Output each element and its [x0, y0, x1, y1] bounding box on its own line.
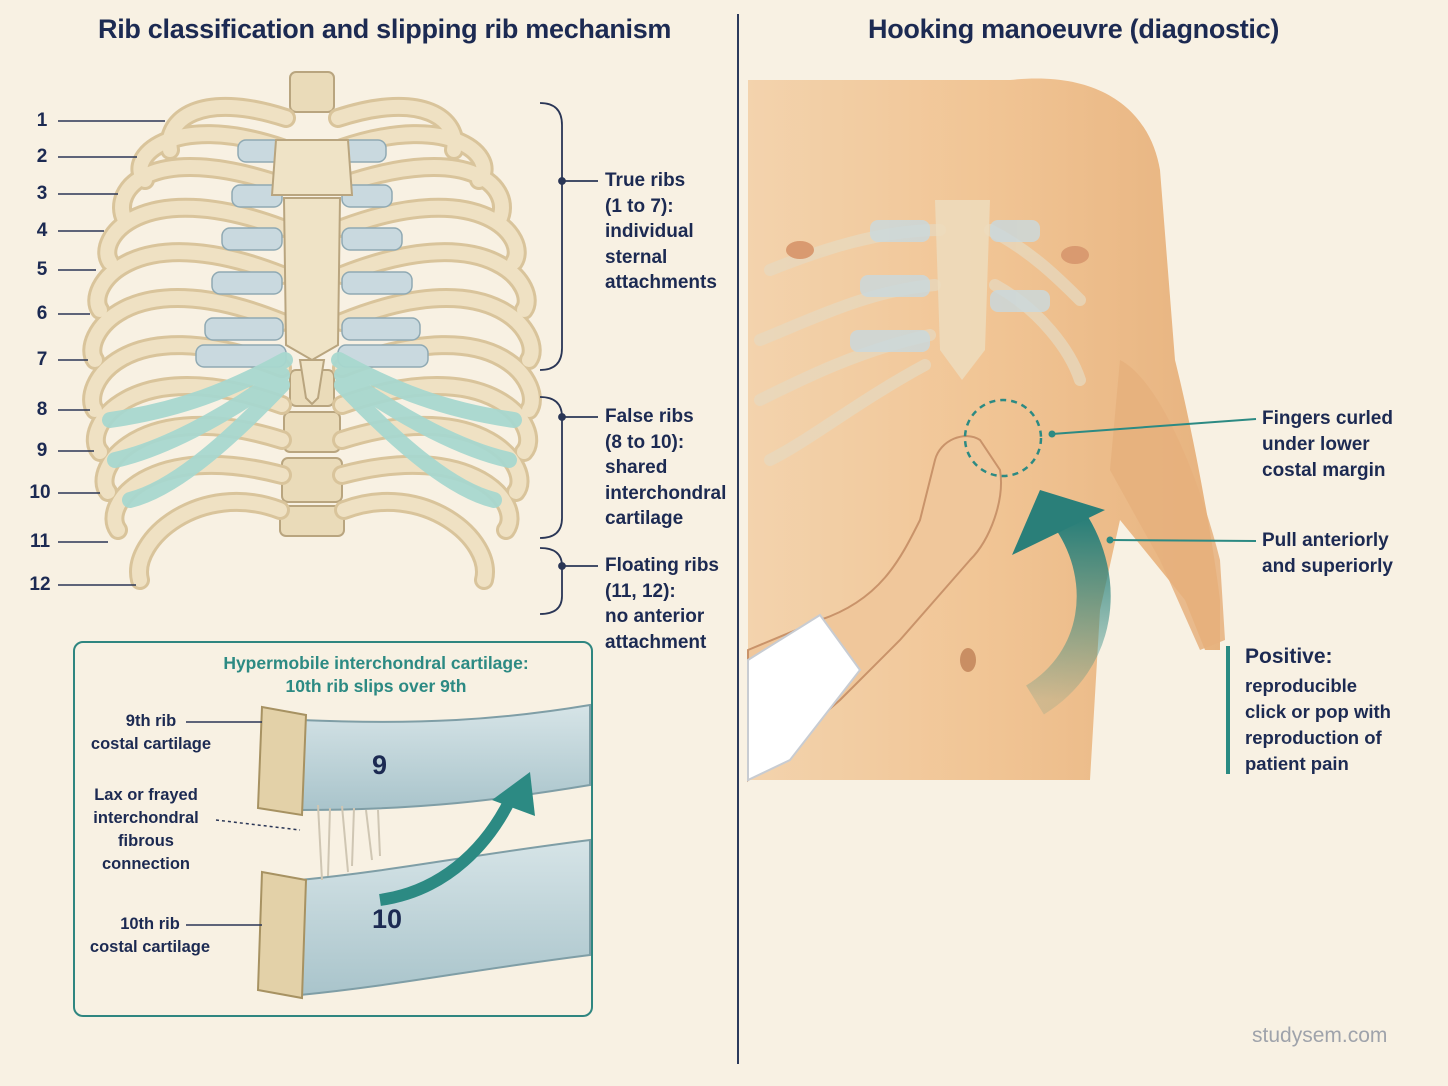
rib-number-7: 7 — [36, 349, 48, 370]
label-pull-line: and superiorly — [1262, 556, 1393, 577]
label-lax-line: connection — [101, 855, 190, 873]
positive-line: reproduction of — [1245, 727, 1382, 748]
label-pull-direction: Pull anteriorly and superiorly — [1262, 528, 1393, 580]
label-9th-rib-line: 9th rib — [125, 712, 177, 730]
false-ribs-line: shared — [605, 457, 668, 478]
rib-number-2: 2 — [36, 146, 48, 167]
rib-number-3: 3 — [36, 183, 48, 204]
label-10th-rib-line: 10th rib — [120, 915, 180, 933]
label-lax-line: Lax or frayed — [94, 786, 198, 804]
label-fingers-line: Fingers curled — [1262, 408, 1393, 429]
false-ribs-label: False ribs (8 to 10): shared interchondr… — [605, 404, 726, 532]
true-ribs-line: (1 to 7): — [605, 195, 674, 217]
inset-illustration — [186, 703, 591, 1000]
label-lax-connection: Lax or frayed interchondral fibrous conn… — [80, 784, 212, 876]
label-9th-rib: 9th rib costal cartilage — [86, 710, 216, 756]
positive-line: patient pain — [1245, 753, 1349, 774]
floating-ribs-line: Floating ribs — [605, 555, 719, 576]
positive-line: click or pop with — [1245, 701, 1391, 722]
right-panel-title: Hooking manoeuvre (diagnostic) — [868, 14, 1280, 44]
floating-ribs-line: attachment — [605, 631, 707, 653]
rib-number-11: 11 — [29, 531, 51, 552]
rib-cage — [82, 71, 542, 590]
rib-leader-lines — [58, 120, 165, 586]
floating-ribs-label: Floating ribs (11, 12): no anterior atta… — [605, 553, 719, 655]
label-10th-rib-line: costal cartilage — [89, 938, 211, 956]
label-pull-line: Pull anteriorly — [1262, 530, 1389, 551]
false-ribs-line: interchondral — [605, 482, 727, 504]
inset-title-line: 10th rib slips over 9th — [285, 676, 467, 696]
rib-number-4: 4 — [36, 220, 48, 241]
true-ribs-line: individual — [605, 221, 694, 242]
false-ribs-line: False ribs — [605, 406, 694, 427]
group-brackets — [539, 102, 598, 615]
inset-title: Hypermobile interchondral cartilage: 10t… — [73, 652, 679, 698]
label-9th-rib-line: costal cartilage — [90, 735, 212, 753]
rib-number-9: 9 — [36, 440, 48, 461]
rib-number-10: 10 — [29, 482, 51, 503]
positive-description: reproducible click or pop with reproduct… — [1245, 673, 1391, 777]
true-ribs-line: attachments — [605, 272, 717, 293]
panel-divider — [737, 14, 739, 1064]
rib-number-5: 5 — [36, 259, 48, 280]
torso-illustration — [747, 78, 1257, 783]
label-fingers-curled: Fingers curled under lower costal margin — [1262, 406, 1393, 484]
left-panel-title: Rib classification and slipping rib mech… — [98, 14, 672, 44]
true-rib-cartilages — [195, 139, 429, 368]
true-ribs-line: sternal — [605, 246, 668, 268]
rib-number-8: 8 — [36, 399, 48, 420]
label-10th-rib: 10th rib costal cartilage — [84, 913, 216, 959]
true-ribs-label: True ribs (1 to 7): individual sternal a… — [605, 168, 717, 296]
watermark: studysem.com — [1252, 1024, 1388, 1047]
positive-line: reproducible — [1245, 675, 1358, 696]
rib-10-number: 10 — [372, 904, 403, 934]
false-rib-cartilages — [102, 352, 522, 508]
rib-number-6: 6 — [36, 303, 48, 324]
rib-number-12: 12 — [29, 574, 51, 595]
floating-ribs-line: no anterior — [605, 606, 705, 627]
label-fingers-line: costal margin — [1262, 460, 1386, 481]
sternum — [270, 139, 354, 406]
inset-title-line: Hypermobile interchondral cartilage: — [223, 653, 529, 673]
label-lax-line: fibrous — [118, 832, 174, 850]
floating-ribs-line: (11, 12): — [605, 580, 676, 602]
label-fingers-line: under lower — [1262, 434, 1370, 455]
inset-box — [73, 641, 593, 1017]
true-ribs-line: True ribs — [605, 170, 686, 191]
false-ribs-line: cartilage — [605, 508, 684, 529]
positive-heading: Positive: — [1245, 645, 1333, 668]
rib-number-1: 1 — [36, 110, 48, 131]
rib-9-number: 9 — [372, 750, 388, 780]
false-ribs-line: (8 to 10): — [605, 431, 685, 453]
positive-accent-bar — [1226, 646, 1230, 774]
label-lax-line: interchondral — [93, 809, 199, 827]
